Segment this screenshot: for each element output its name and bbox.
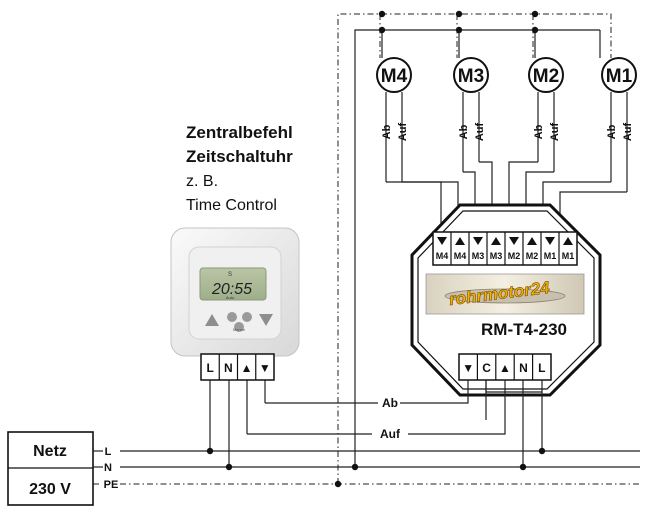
module-terminal-arrow-5: [509, 237, 519, 245]
module-terminal-arrow-4: [491, 237, 501, 245]
module-terminal-label-4: M3: [490, 251, 503, 261]
signal-label-down: Ab: [382, 396, 398, 410]
module-terminal-arrow-3: [473, 237, 483, 245]
module-bottom-terminal-1: ▼: [462, 361, 474, 375]
conductor-n: N: [104, 462, 112, 474]
module-bottom-terminal-5: L: [538, 361, 545, 375]
time-control-device: S 20:55 Auto Menue: [170, 227, 300, 357]
clock-terminal-2: N: [224, 361, 233, 375]
motor-m3-down-label: Ab: [458, 124, 470, 139]
motor-m2-label: M2: [533, 66, 559, 87]
motor-m1-down-label: Ab: [606, 124, 618, 139]
module-name: RM-T4-230: [481, 320, 567, 339]
motor-m2-down-label: Ab: [533, 124, 545, 139]
motor-m4-down-label: Ab: [381, 124, 393, 139]
module-bottom-terminal-2: C: [482, 361, 491, 375]
control-subtitle-1: z. B.: [186, 173, 219, 190]
conductor-l: L: [105, 446, 112, 458]
module-terminal-label-3: M3: [472, 251, 485, 261]
motor-m4: M4 Ab Auf: [376, 57, 412, 182]
pe-frame: [337, 13, 612, 484]
motor-m1-label: M1: [606, 66, 633, 87]
motor-m3-up-label: Auf: [474, 123, 486, 142]
clock-button-menu[interactable]: [234, 322, 244, 332]
signal-label-up: Auf: [380, 427, 401, 441]
control-title-1: Zentralbefehl: [186, 123, 293, 142]
control-subtitle-2: Time Control: [186, 197, 277, 214]
module-terminal-arrow-7: [545, 237, 555, 245]
module-terminal-arrow-8: [563, 237, 573, 245]
motor-m4-label: M4: [381, 66, 408, 87]
module-terminal-label-1: M4: [436, 251, 449, 261]
clock-terminal-3: ▲: [241, 361, 253, 375]
clock-menu-label: Menue: [233, 327, 246, 332]
motor-m1-up-label: Auf: [622, 123, 634, 142]
motor-m1: M1 Ab Auf: [601, 57, 637, 192]
module-terminal-label-5: M2: [508, 251, 521, 261]
module-terminal-arrow-6: [527, 237, 537, 245]
module-terminal-label-6: M2: [526, 251, 539, 261]
clock-down-button[interactable]: [259, 314, 273, 326]
module-terminal-label-8: M1: [562, 251, 575, 261]
clock-display: [199, 267, 267, 301]
mains-label: Netz: [33, 443, 67, 460]
module-terminal-label-2: M4: [454, 251, 467, 261]
clock-time: 20:55: [211, 281, 252, 298]
control-title-2: Zeitschaltuhr: [186, 147, 293, 166]
motor-m3-label: M3: [458, 66, 484, 87]
clock-button-right[interactable]: [242, 312, 252, 322]
motor-m2: M2 Ab Auf: [528, 57, 564, 172]
supply-lines: [93, 450, 640, 485]
clock-button-left[interactable]: [227, 312, 237, 322]
conductor-pe: PE: [104, 479, 119, 491]
clock-terminal-4: ▼: [259, 361, 271, 375]
clock-up-button[interactable]: [205, 314, 219, 326]
clock-mode: Auto: [226, 295, 235, 300]
module-top-terminals: M4 M4 M3 M3 M2 M2 M1 M1: [432, 231, 578, 266]
module-terminal-arrow-2: [455, 237, 465, 245]
neutral-bus: [354, 10, 601, 467]
clock-top-mark: S: [228, 272, 232, 278]
module-bottom-terminal-3: ▲: [499, 361, 511, 375]
module-wiring: Ab Auf: [246, 380, 546, 471]
module-bottom-terminal-4: N: [519, 361, 528, 375]
mains-supply-box: Netz 230 V: [7, 431, 94, 506]
motor-m3: M3 Ab Auf: [453, 57, 489, 172]
motor-m4-up-label: Auf: [397, 123, 409, 142]
clock-supply-wiring: [206, 380, 359, 488]
clock-terminal-1: L: [206, 361, 213, 375]
voltage-label: 230 V: [29, 481, 71, 498]
motor-m2-up-label: Auf: [549, 123, 561, 142]
module-terminal-arrow-1: [437, 237, 447, 245]
module-terminal-label-7: M1: [544, 251, 557, 261]
